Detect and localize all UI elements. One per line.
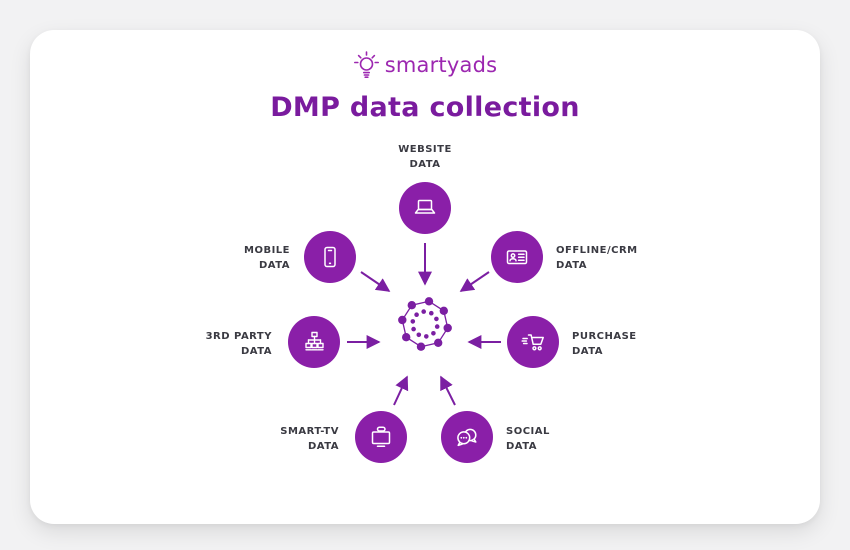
tv-icon bbox=[371, 426, 391, 447]
label-offline-crm-data: OFFLINE/CRM DATA bbox=[556, 245, 638, 271]
node-3rd-party bbox=[288, 316, 340, 368]
node-smart-tv bbox=[355, 411, 407, 463]
node-social bbox=[441, 411, 493, 463]
label-mobile-data: MOBILE DATA bbox=[244, 245, 290, 271]
label-purchase-data: PURCHASE DATA bbox=[572, 331, 637, 357]
node-purchase bbox=[507, 316, 559, 368]
chat-bubbles-icon bbox=[457, 428, 477, 447]
brand-logo: smartyads bbox=[0, 50, 850, 80]
id-card-icon bbox=[506, 250, 528, 265]
smartphone-icon bbox=[324, 246, 336, 268]
lightbulb-icon bbox=[353, 50, 380, 80]
network-cluster-icon bbox=[398, 297, 452, 351]
node-offline-crm bbox=[491, 231, 543, 283]
label-smart-tv-data: SMART-TV DATA bbox=[280, 426, 339, 452]
cart-icon bbox=[521, 334, 544, 351]
laptop-icon bbox=[414, 199, 436, 214]
page-title: DMP data collection bbox=[270, 92, 580, 123]
label-website-data: WEBSITE DATA bbox=[398, 144, 452, 170]
brand-name: smartyads bbox=[384, 53, 498, 77]
hierarchy-icon bbox=[305, 331, 324, 351]
center-hub bbox=[395, 294, 455, 354]
node-website bbox=[399, 182, 451, 234]
label-3rd-party-data: 3RD PARTY DATA bbox=[205, 331, 272, 357]
node-mobile bbox=[304, 231, 356, 283]
label-social-data: SOCIAL DATA bbox=[506, 426, 550, 452]
